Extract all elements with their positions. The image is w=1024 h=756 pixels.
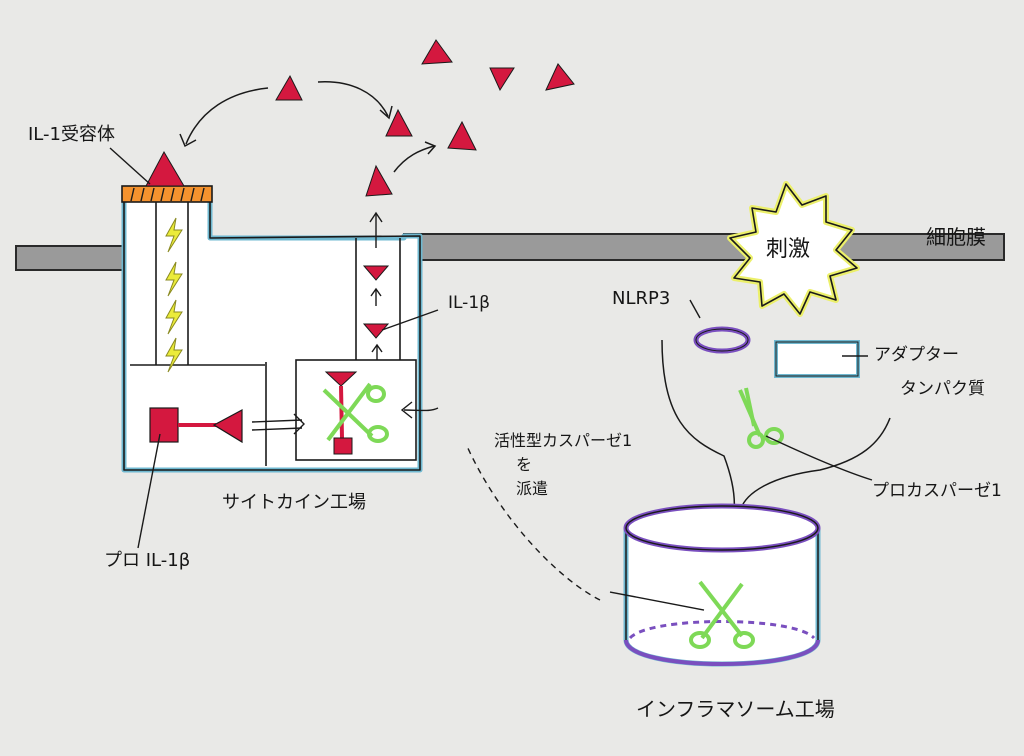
caspase-scissors-icon — [689, 580, 755, 649]
transport-arrow — [251, 413, 305, 435]
procaspase-scissors-icon — [738, 387, 784, 449]
active-caspase-label-line1: 活性型カスパーゼ1 — [494, 431, 632, 450]
scissors-icon — [322, 382, 389, 443]
il1-receptor-label: IL-1受容体 — [28, 124, 115, 145]
pro-il1b-label: プロ IL-1β — [104, 550, 190, 571]
procaspase1-label: プロカスパーゼ1 — [872, 481, 1002, 501]
secretion-channel — [355, 211, 401, 360]
assembly-funnel — [661, 339, 891, 513]
active-caspase-label-line2: を — [516, 455, 532, 474]
pro-il1b-molecule — [149, 407, 243, 444]
cytokine-factory-label: サイトカイン工場 — [222, 492, 366, 513]
adapter-protein-label-line2: タンパク質 — [900, 379, 985, 399]
cell-membrane — [15, 233, 1005, 271]
inflammasome-factory-label: インフラマソーム工場 — [636, 697, 835, 721]
adapter-protein-label-line1: アダプター — [874, 345, 959, 365]
nlrp3-label: NLRP3 — [612, 288, 670, 309]
cell-membrane-label: 細胞膜 — [926, 225, 986, 249]
cytokine-factory — [121, 191, 423, 473]
il1b-label: IL-1β — [448, 293, 490, 313]
nlrp3-complex — [693, 326, 751, 354]
leader-lines — [109, 147, 873, 611]
stimulus-label: 刺激 — [766, 237, 810, 262]
stimulus-burst: 刺激 — [727, 181, 860, 317]
inflammasome-factory — [623, 503, 821, 667]
lightning-icon — [165, 217, 183, 373]
active-caspase-label-line3: 派遣 — [516, 479, 548, 498]
cytokine-arrows — [179, 81, 437, 173]
cleavage-site — [322, 371, 389, 455]
adapter-protein — [774, 340, 860, 378]
secreted-cytokines — [145, 39, 575, 197]
